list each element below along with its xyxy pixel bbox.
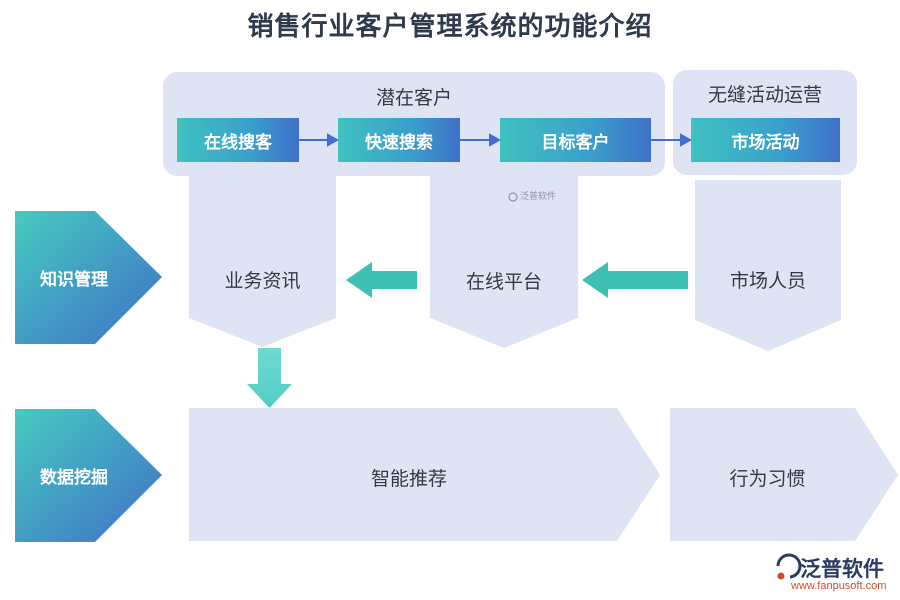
- row-label-knowledge: 知识管理: [40, 270, 108, 290]
- node-smart-recommend: 智能推荐: [370, 467, 447, 490]
- arrow-right-icon: [651, 133, 693, 147]
- online-search-button: 在线搜客: [177, 118, 299, 162]
- watermark-logo-icon: [508, 192, 518, 202]
- watermark-small-text: 泛普软件: [520, 192, 557, 202]
- node-shape-marketing-staff: [695, 180, 841, 351]
- target-customer-button: 目标客户: [500, 118, 651, 162]
- node-shape-online-platform: [430, 176, 578, 348]
- operation-label: 无缝活动运营: [707, 84, 822, 106]
- brand-name: 泛普软件: [800, 557, 884, 581]
- node-shape-business-info: [189, 176, 336, 347]
- row-chevron-mining: [15, 409, 162, 542]
- arrow-down-icon: [247, 348, 292, 408]
- arrow-right-icon: [299, 133, 340, 147]
- quick-search-button: 快速搜索: [338, 118, 460, 162]
- potential-customer-label: 潜在客户: [375, 87, 452, 109]
- node-shape-behavior-habit: [670, 408, 898, 541]
- marketing-activity-button: 市场活动: [691, 118, 840, 162]
- node-online-platform: 在线平台: [465, 270, 542, 293]
- node-shape-smart-recommend: [189, 408, 660, 541]
- node-business-info: 业务资讯: [224, 269, 301, 292]
- row-chevron-knowledge: [15, 211, 162, 344]
- brand-url: www.fanpusoft.com: [791, 580, 887, 592]
- arrow-left-icon: [582, 262, 688, 298]
- brand-logo-icon: [776, 553, 802, 580]
- arrow-left-icon: [346, 262, 417, 298]
- page-title: 销售行业客户管理系统的功能介绍: [247, 12, 653, 42]
- node-behavior-habit: 行为习惯: [729, 467, 806, 490]
- watermark-small: 泛普软件: [508, 189, 556, 202]
- arrow-right-icon: [460, 133, 502, 147]
- node-marketing-staff: 市场人员: [729, 269, 806, 292]
- row-label-mining: 数据挖掘: [40, 468, 108, 488]
